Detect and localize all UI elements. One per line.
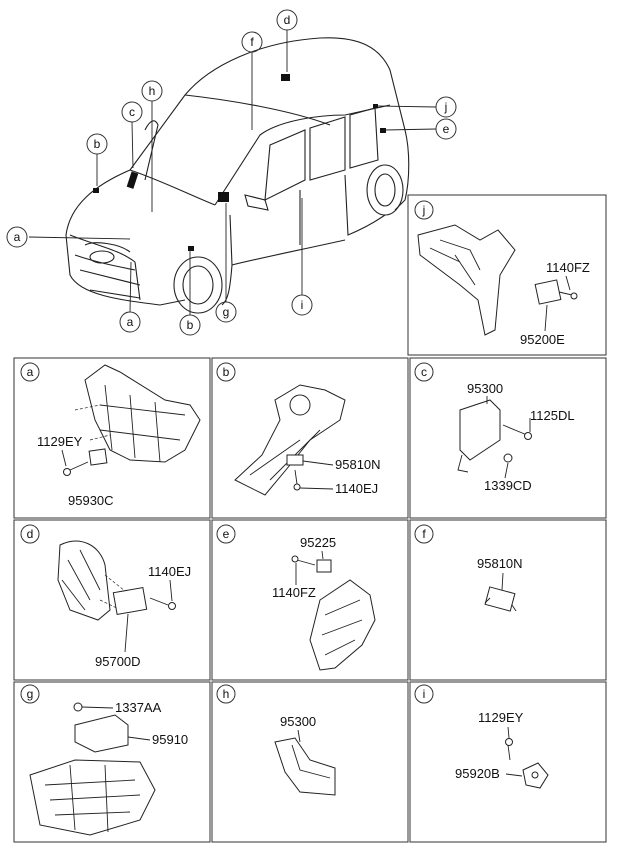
svg-text:f: f xyxy=(422,527,426,541)
svg-text:a: a xyxy=(127,315,134,329)
svg-text:j: j xyxy=(422,203,426,217)
panel-b: b 95810N 1140EJ xyxy=(211,357,409,519)
svg-text:g: g xyxy=(223,305,230,319)
panel-j-tag: j xyxy=(414,200,434,220)
part-label-95700D: 95700D xyxy=(95,654,141,669)
svg-text:b: b xyxy=(187,318,194,332)
svg-text:e: e xyxy=(223,527,230,541)
svg-text:d: d xyxy=(27,527,34,541)
part-label-95810N: 95810N xyxy=(477,556,523,571)
svg-text:j: j xyxy=(444,100,448,114)
car-callouts: a b c h f d j e a b g i xyxy=(6,9,457,336)
panel-c-tag: c xyxy=(414,362,434,382)
callout-f: f xyxy=(241,31,263,53)
svg-text:c: c xyxy=(129,105,135,119)
panel-g-tag: g xyxy=(20,684,40,704)
svg-text:i: i xyxy=(301,298,304,312)
part-label-1129EY: 1129EY xyxy=(37,434,83,449)
svg-text:b: b xyxy=(223,365,230,379)
callout-b-top: b xyxy=(86,133,108,155)
svg-text:h: h xyxy=(223,687,230,701)
callout-h: h xyxy=(141,80,163,102)
svg-text:c: c xyxy=(421,365,427,379)
callout-j: j xyxy=(435,96,457,118)
callout-a-left: a xyxy=(6,226,28,248)
panel-c: c 95300 1125DL 1339CD xyxy=(409,357,607,519)
part-label-1140FZ: 1140FZ xyxy=(546,260,590,275)
panel-b-tag: b xyxy=(216,362,236,382)
part-label-1140EJ: 1140EJ xyxy=(148,564,191,579)
callout-e: e xyxy=(435,118,457,140)
svg-text:a: a xyxy=(27,365,34,379)
part-label-95300: 95300 xyxy=(280,714,316,729)
panel-e-tag: e xyxy=(216,524,236,544)
part-label-1140EJ: 1140EJ xyxy=(335,481,378,496)
panel-a: a 1129EY 95930C xyxy=(13,357,211,519)
svg-text:h: h xyxy=(149,84,156,98)
part-label-95930C: 95930C xyxy=(68,493,114,508)
panel-f: f 95810N xyxy=(409,519,607,681)
panel-d-tag: d xyxy=(20,524,40,544)
callout-a-bottom: a xyxy=(119,311,141,333)
part-label-95200E: 95200E xyxy=(520,332,565,347)
svg-text:d: d xyxy=(284,13,291,27)
svg-text:f: f xyxy=(250,35,254,49)
part-label-1337AA: 1337AA xyxy=(115,700,162,715)
callout-b-bottom: b xyxy=(179,314,201,336)
panel-j: j 1140FZ 95200E xyxy=(407,194,607,356)
part-label-95225: 95225 xyxy=(300,535,336,550)
part-label-1125DL: 1125DL xyxy=(530,408,575,423)
svg-text:i: i xyxy=(423,687,426,701)
panel-e: e 95225 1140FZ xyxy=(211,519,409,681)
callout-i: i xyxy=(291,294,313,316)
callout-c: c xyxy=(121,101,143,123)
svg-text:a: a xyxy=(14,230,21,244)
panel-f-tag: f xyxy=(414,524,434,544)
car-illustration xyxy=(65,37,410,314)
panel-h-tag: h xyxy=(216,684,236,704)
svg-text:e: e xyxy=(443,122,450,136)
panel-h: h 95300 xyxy=(211,681,409,843)
panel-i: i 1129EY 95920B xyxy=(409,681,607,843)
panel-i-tag: i xyxy=(414,684,434,704)
callout-d: d xyxy=(276,9,298,31)
panel-g: g 1337AA 95910 xyxy=(13,681,211,843)
part-label-95920B: 95920B xyxy=(455,766,500,781)
part-label-95810N: 95810N xyxy=(335,457,381,472)
part-label-1339CD: 1339CD xyxy=(484,478,532,493)
callout-g: g xyxy=(215,301,237,323)
svg-text:b: b xyxy=(94,137,101,151)
part-label-1140FZ: 1140FZ xyxy=(272,585,316,600)
svg-text:g: g xyxy=(27,687,34,701)
part-label-95910: 95910 xyxy=(152,732,188,747)
panel-a-tag: a xyxy=(20,362,40,382)
panel-d: d 1140EJ 95700D xyxy=(13,519,211,681)
part-label-1129EY: 1129EY xyxy=(478,710,524,725)
part-label-95300: 95300 xyxy=(467,381,503,396)
car-leader-lines xyxy=(28,30,437,315)
